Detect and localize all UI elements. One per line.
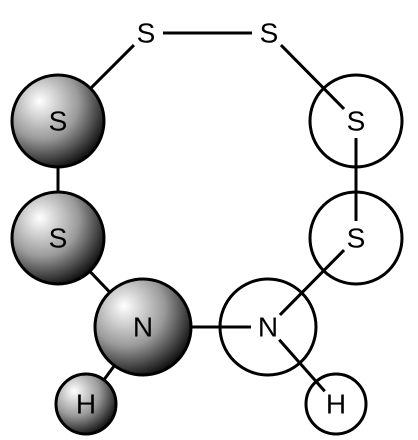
atom-label: S — [137, 18, 156, 49]
atom-sphere — [93, 277, 193, 377]
atom-label: S — [347, 106, 366, 137]
atom-sphere — [308, 73, 404, 169]
atom-n-left: N — [93, 277, 193, 377]
atom-label: H — [326, 389, 346, 420]
atom-label: H — [76, 389, 96, 420]
atom-s-top-left: S — [137, 18, 156, 49]
atom-sphere — [54, 372, 118, 436]
atom-label: N — [258, 312, 278, 343]
atom-s-right-2: S — [308, 190, 404, 286]
atom-h-right: H — [304, 372, 368, 436]
atom-label: S — [49, 223, 68, 254]
atom-label: S — [347, 223, 366, 254]
atom-s-right-1: S — [308, 73, 404, 169]
atom-label: N — [133, 312, 153, 343]
atom-sphere — [10, 190, 106, 286]
atom-sphere — [304, 372, 368, 436]
bond-n-right-h-right — [278, 338, 326, 393]
bond-n-right-s-right-2 — [278, 249, 346, 316]
atom-s-top-right: S — [260, 18, 279, 49]
atom-n-right: N — [218, 277, 318, 377]
atom-label: S — [49, 106, 68, 137]
atom-label: S — [260, 18, 279, 49]
atoms-layer: S S S S N H S S N H — [10, 18, 404, 436]
atom-sphere — [10, 73, 106, 169]
atom-sphere — [308, 190, 404, 286]
atom-s-left-1: S — [10, 73, 106, 169]
atom-h-left: H — [54, 372, 118, 436]
bond-s-right-1-s-top-right — [279, 44, 346, 110]
atom-sphere — [218, 277, 318, 377]
atom-s-left-2: S — [10, 190, 106, 286]
